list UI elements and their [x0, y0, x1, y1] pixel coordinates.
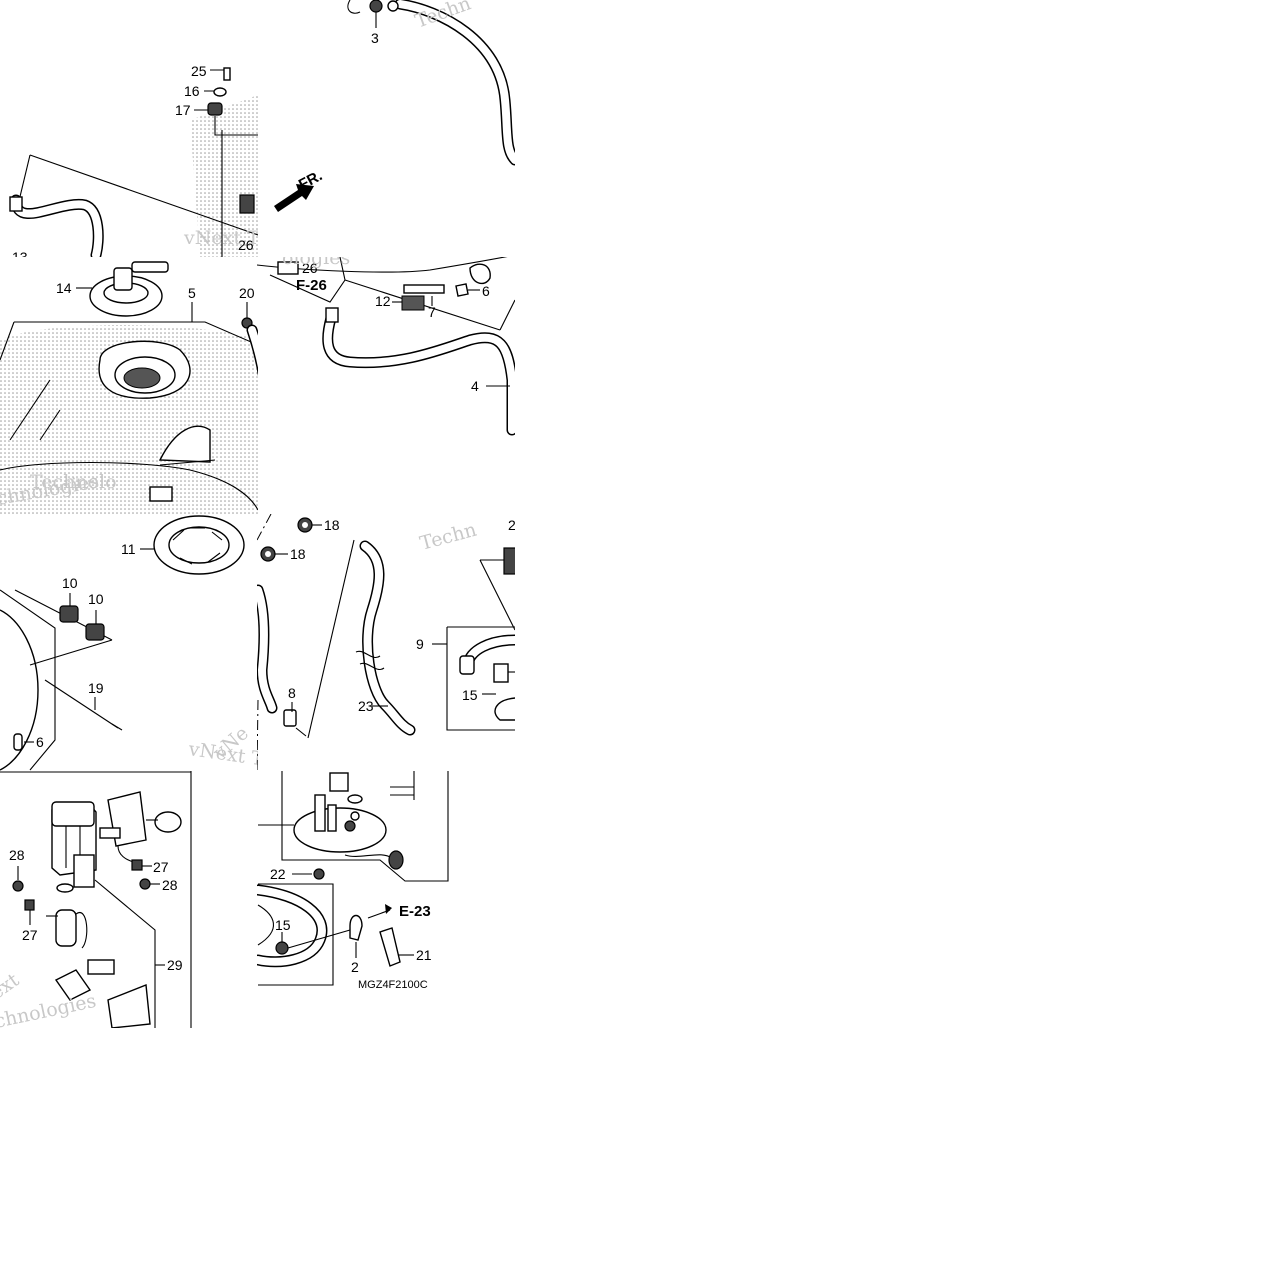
callout-28b: 28 — [162, 877, 178, 893]
callout-4: 4 — [471, 378, 479, 394]
callout-6b: 6 — [36, 734, 44, 750]
screw-28b — [139, 878, 151, 890]
callout-26a: 26 — [238, 237, 254, 253]
callout-29: 29 — [167, 957, 183, 973]
washer-16 — [213, 87, 227, 97]
watermark-ologies-1: ologies — [282, 247, 350, 269]
tile-g: 29 27 28 28 27 ext chnologies — [0, 771, 192, 1033]
callout-12: 12 — [375, 293, 391, 309]
callout-18b: 18 — [290, 546, 306, 562]
callout-16: 16 — [184, 83, 200, 99]
fuel-pump-motor — [55, 909, 77, 947]
clip-15a — [493, 663, 509, 683]
callout-10b: 10 — [88, 591, 104, 607]
callout-25: 25 — [191, 63, 207, 79]
callout-11: 11 — [121, 541, 136, 557]
callout-3: 3 — [371, 30, 379, 46]
callout-9: 9 — [416, 636, 424, 652]
callout-2b: 2 — [351, 959, 359, 975]
callout-28a: 28 — [9, 847, 25, 863]
watermark-ext-1: ext — [0, 969, 23, 1004]
tile-a: 13 25 16 17 13 26 vNext Te — [9, 0, 286, 265]
callout-18a: 18 — [324, 517, 340, 533]
screw-28a — [12, 880, 24, 892]
callout-10a: 10 — [62, 575, 78, 591]
clip-15b — [275, 941, 289, 955]
callout-2a: 2 — [508, 517, 516, 533]
nut-22 — [313, 868, 325, 880]
front-arrow-icon — [274, 184, 314, 212]
callout-15b: 15 — [275, 917, 291, 933]
fuel-strainer — [54, 969, 92, 1001]
pump-flange — [293, 807, 387, 853]
watermark-vnext-1: vNext Te — [183, 227, 269, 249]
callout-23: 23 — [358, 698, 374, 714]
callout-13a: 13 — [270, 0, 286, 11]
watermark-techno-1: Technolo — [30, 471, 117, 493]
watermark-techn-2: Techn — [418, 519, 479, 555]
joint-8 — [283, 709, 297, 727]
tile-d: 26 F-26 12 7 6 4 ologies — [257, 247, 515, 436]
ref-f26: F-26 — [296, 277, 327, 294]
diagram-code: MGZ4F2100C — [358, 979, 428, 991]
quick-connector-21 — [379, 927, 401, 967]
clip-3 — [369, 0, 383, 13]
watermark-chnologies-2: chnologies — [0, 990, 98, 1033]
pad-12 — [401, 295, 425, 311]
tile-f: 18 18 1 8 23 2 9 15 Techn — [231, 514, 516, 771]
callout-13b: 13 — [12, 249, 28, 265]
sensor-float — [154, 811, 182, 833]
callout-24: 24 — [288, 384, 304, 400]
wing-emblem — [158, 425, 211, 463]
tile-h: 22 15 2 E-23 21 MGZ4F2100C — [257, 771, 449, 991]
grommet-10b — [85, 623, 105, 641]
grommet-10a — [59, 605, 79, 623]
callout-27b: 27 — [22, 927, 38, 943]
callout-15a: 15 — [462, 687, 478, 703]
callout-6a: 6 — [482, 283, 490, 299]
callout-17: 17 — [175, 102, 191, 118]
tile-c: 14 5 20 24 chnologies Technolo — [0, 261, 304, 514]
grommet-17 — [207, 102, 223, 116]
ref-e23: E-23 — [399, 903, 431, 920]
callout-19: 19 — [88, 680, 104, 696]
callout-26b: 26 — [302, 260, 318, 276]
callout-22: 22 — [270, 866, 286, 882]
callout-27a: 27 — [153, 859, 169, 875]
fuel-hose-clip-2 — [349, 914, 363, 941]
clip-27a — [131, 859, 143, 871]
callout-1: 1 — [231, 658, 239, 674]
callout-21: 21 — [416, 947, 432, 963]
callout-5: 5 — [188, 285, 196, 301]
pad-7 — [403, 284, 445, 294]
callout-7: 7 — [428, 304, 436, 320]
tile-b: 3 Techn FR. — [274, 0, 515, 212]
key-icon — [131, 261, 169, 273]
pump-bracket — [107, 984, 151, 1028]
callout-8: 8 — [288, 685, 296, 701]
clip-27b — [24, 899, 35, 911]
callout-20: 20 — [239, 285, 255, 301]
bolt-25 — [223, 67, 231, 81]
tile-e: 11 10 10 19 6 vNext Te vNe — [0, 515, 258, 771]
callout-14: 14 — [56, 280, 72, 296]
